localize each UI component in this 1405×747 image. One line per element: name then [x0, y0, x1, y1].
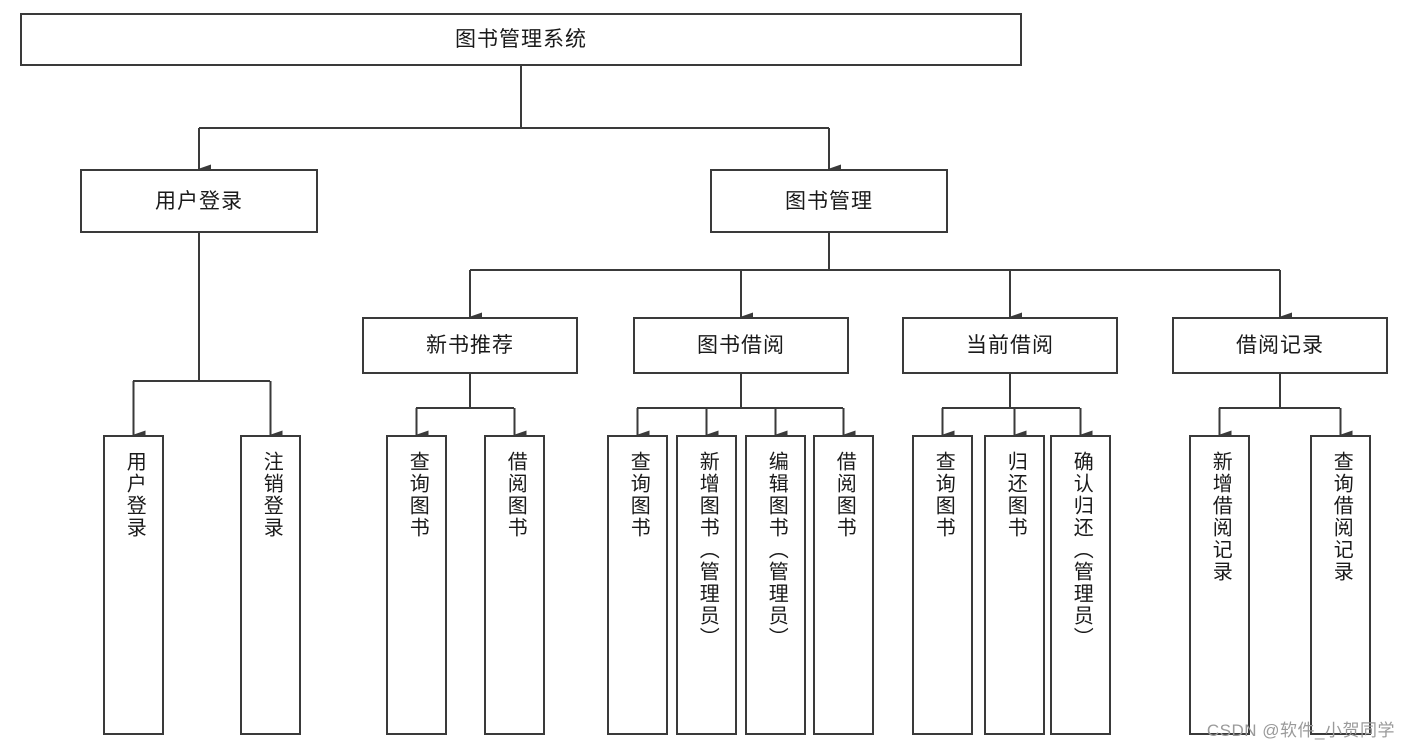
- node-label: 新增借阅记录: [1209, 451, 1232, 583]
- node-label: 归还图书: [1004, 451, 1027, 539]
- node-label: 借阅记录: [1236, 334, 1324, 357]
- node-label: 确认归还（管理员）: [1070, 451, 1093, 649]
- node-book-manage: 图书管理: [710, 169, 948, 233]
- node-leaf-borrow-query-book: 查询图书: [607, 435, 668, 735]
- node-label: 新增图书（管理员）: [696, 451, 719, 649]
- node-label: 编辑图书（管理员）: [765, 451, 788, 649]
- node-root: 图书管理系统: [20, 13, 1022, 66]
- node-label: 用户登录: [123, 451, 146, 539]
- node-label: 图书管理: [785, 189, 873, 213]
- node-label: 图书借阅: [697, 334, 785, 357]
- node-user-login: 用户登录: [80, 169, 318, 233]
- node-label: 注销登录: [260, 451, 283, 539]
- node-borrow-record: 借阅记录: [1172, 317, 1388, 374]
- node-label: 借阅图书: [833, 451, 856, 539]
- node-leaf-borrow-edit-book: 编辑图书（管理员）: [745, 435, 806, 735]
- node-leaf-current-return-book: 归还图书: [984, 435, 1045, 735]
- node-label: 查询图书: [932, 451, 955, 539]
- node-label: 当前借阅: [966, 334, 1054, 357]
- node-leaf-user-logout: 注销登录: [240, 435, 301, 735]
- node-label: 查询图书: [627, 451, 650, 539]
- node-leaf-recommend-query-book: 查询图书: [386, 435, 447, 735]
- node-current-borrow: 当前借阅: [902, 317, 1118, 374]
- node-new-book-recommend: 新书推荐: [362, 317, 578, 374]
- node-leaf-current-query-book: 查询图书: [912, 435, 973, 735]
- node-label: 图书管理系统: [455, 28, 587, 51]
- node-book-borrow: 图书借阅: [633, 317, 849, 374]
- node-label: 借阅图书: [504, 451, 527, 539]
- node-leaf-current-confirm-return: 确认归还（管理员）: [1050, 435, 1111, 735]
- node-label: 查询借阅记录: [1330, 451, 1353, 583]
- node-leaf-record-add-record: 新增借阅记录: [1189, 435, 1250, 735]
- node-leaf-borrow-borrow-book: 借阅图书: [813, 435, 874, 735]
- node-leaf-recommend-borrow-book: 借阅图书: [484, 435, 545, 735]
- node-leaf-user-login: 用户登录: [103, 435, 164, 735]
- node-label: 新书推荐: [426, 334, 514, 357]
- connector-paths: [132, 66, 1353, 440]
- node-label: 用户登录: [155, 189, 243, 213]
- watermark-label: CSDN @软件_小贺同学: [1206, 721, 1395, 740]
- node-label: 查询图书: [406, 451, 429, 539]
- node-leaf-record-query-record: 查询借阅记录: [1310, 435, 1371, 735]
- node-leaf-borrow-add-book: 新增图书（管理员）: [676, 435, 737, 735]
